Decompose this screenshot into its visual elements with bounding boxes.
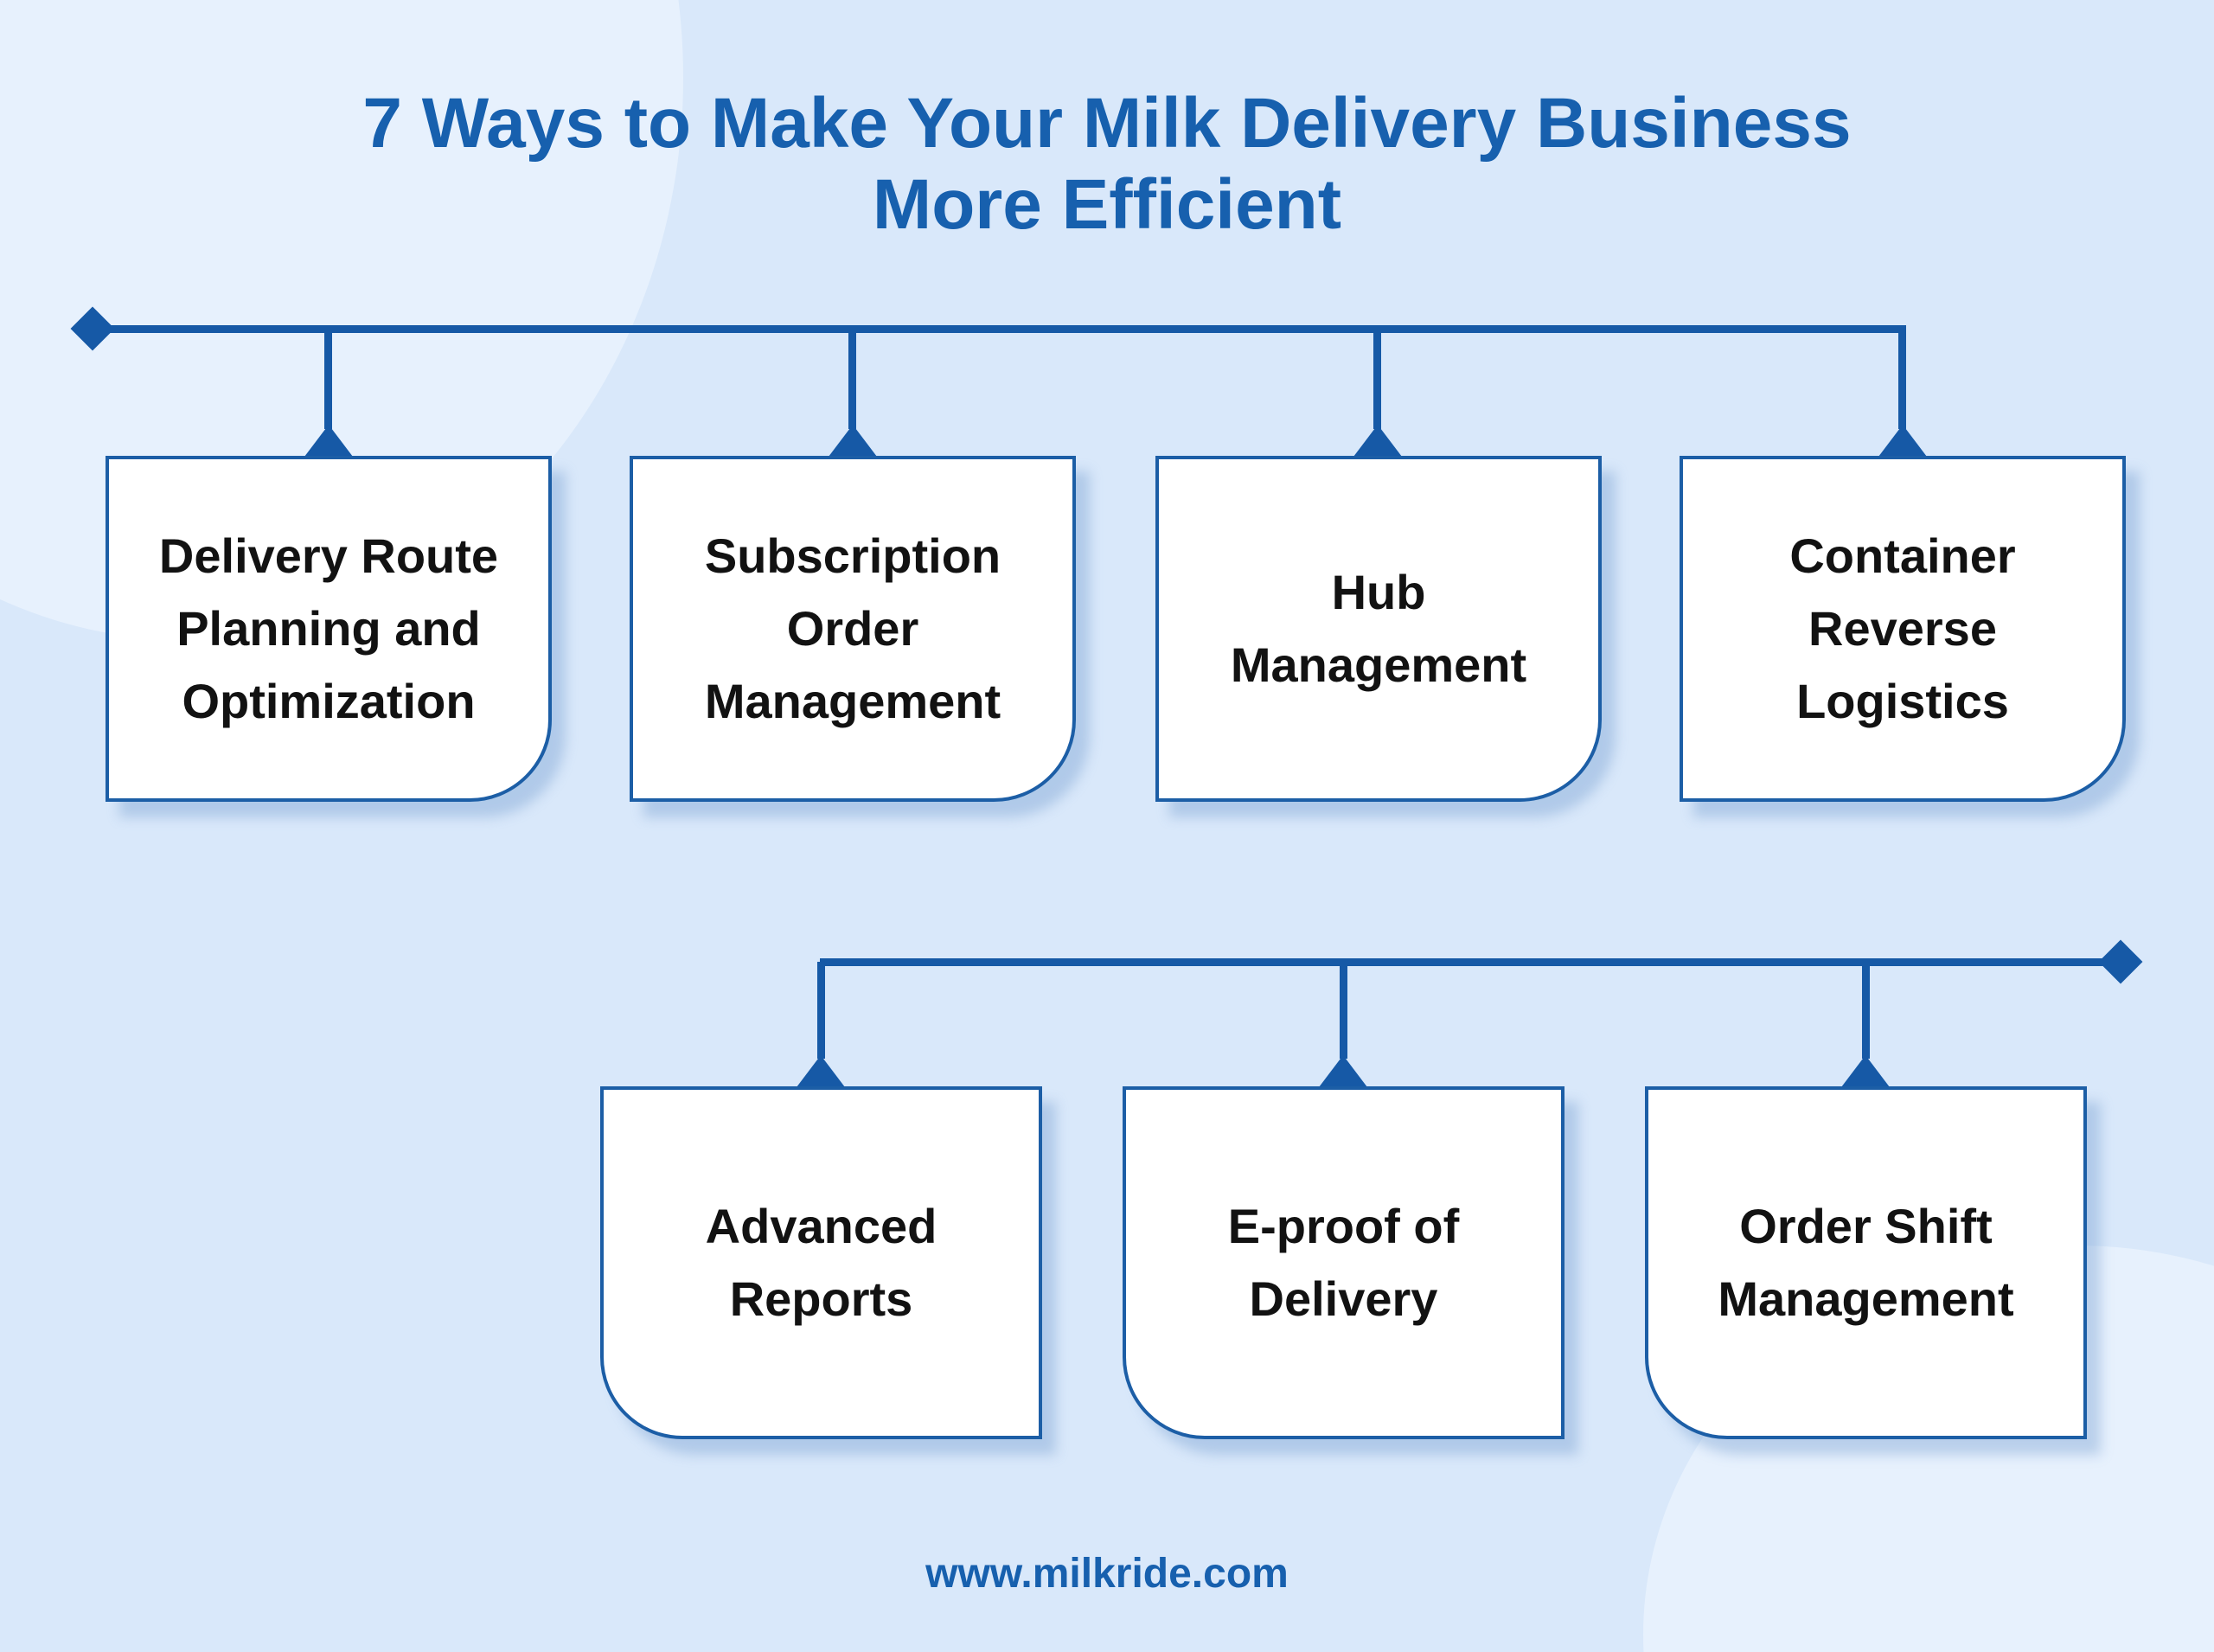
feature-box-advanced-reports: Advanced Reports [600,1086,1042,1439]
feature-box-label: E-proof of Delivery [1227,1199,1460,1326]
page-title-line-1: 7 Ways to Make Your Milk Delivery Busine… [362,84,1852,163]
feature-box-delivery-route-planning: Delivery Route Planning and Optimization [106,456,552,802]
top-arrowhead-4 [1878,425,1927,457]
feature-box-order-shift-management: Order Shift Management [1645,1086,2087,1439]
feature-box-label: Subscription Order Management [704,528,1001,728]
bottom-connector-stem-1 [817,962,825,1059]
top-arrowhead-3 [1353,425,1402,457]
feature-box-label: Advanced Reports [705,1199,937,1326]
top-connector-stem-3 [1373,329,1381,429]
bottom-connector-stem-2 [1340,962,1347,1059]
bottom-arrowhead-3 [1841,1055,1890,1087]
bottom-branch-line [820,958,2123,966]
feature-box-e-proof-of-delivery: E-proof of Delivery [1123,1086,1565,1439]
feature-box-label: Delivery Route Planning and Optimization [158,528,499,728]
top-arrowhead-2 [829,425,877,457]
page-title-line-2: More Efficient [872,165,1342,245]
feature-box-subscription-order-management: Subscription Order Management [630,456,1076,802]
page-title: 7 Ways to Make Your Milk Delivery Busine… [0,83,2214,247]
feature-box-label: Order Shift Management [1718,1199,2014,1326]
feature-box-label: Hub Management [1230,565,1527,692]
bottom-arrowhead-1 [797,1055,845,1087]
top-connector-stem-4 [1898,329,1906,429]
feature-box-hub-management: Hub Management [1155,456,1602,802]
top-branch-line [90,325,1906,333]
feature-box-label: Container Reverse Logistics [1789,528,2016,728]
right-diamond-endpoint [2098,939,2143,984]
bottom-connector-stem-3 [1862,962,1870,1059]
top-connector-stem-2 [848,329,856,429]
website-url: www.milkride.com [925,1551,1289,1597]
bottom-arrowhead-2 [1319,1055,1367,1087]
top-connector-stem-1 [324,329,332,429]
feature-box-container-reverse-logistics: Container Reverse Logistics [1680,456,2126,802]
top-arrowhead-1 [304,425,353,457]
